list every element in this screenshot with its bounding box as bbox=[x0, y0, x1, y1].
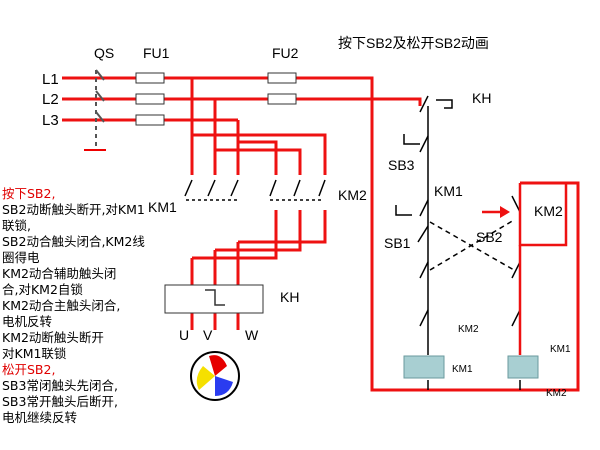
label-sb3: SB3 bbox=[388, 157, 415, 173]
km2-contact-2 bbox=[293, 179, 301, 197]
km2-active-branch bbox=[518, 183, 568, 355]
explanation-line: 电机继续反转 bbox=[2, 410, 78, 425]
fu1-fuse-l2 bbox=[135, 93, 165, 105]
kh-nc-actuator bbox=[436, 99, 453, 109]
km2-contact-3 bbox=[318, 179, 326, 197]
km1-contact-3 bbox=[230, 179, 239, 197]
qs-switch bbox=[84, 69, 106, 151]
explanation-line: SB3常开触头后断开, bbox=[2, 394, 118, 409]
explanation-line: SB2动断触头断开,对KM1 bbox=[2, 202, 145, 217]
label-km1-aux: KM1 bbox=[550, 344, 571, 355]
fu1-fuse-l3 bbox=[135, 114, 165, 126]
label-km1-main: KM1 bbox=[148, 199, 177, 215]
km1-coil bbox=[403, 355, 445, 379]
fu2-fuses bbox=[267, 72, 297, 105]
kh-nc-contact bbox=[419, 95, 429, 113]
explanation-line: 合,对KM2自锁 bbox=[2, 282, 83, 297]
motor-blade-red bbox=[209, 355, 227, 376]
motor bbox=[190, 351, 240, 401]
explanation-line: 圈得电 bbox=[2, 250, 40, 265]
label-sb1: SB1 bbox=[384, 235, 411, 251]
label-l2: L2 bbox=[42, 91, 59, 108]
explanation-line: SB3常闭触头先闭合, bbox=[2, 378, 118, 393]
km1-interlock-contact bbox=[511, 309, 521, 327]
explanation-line: 松开SB2, bbox=[2, 362, 56, 377]
km2-coil bbox=[507, 355, 539, 379]
kh-relay-symbol bbox=[205, 289, 225, 306]
label-v: V bbox=[203, 327, 213, 343]
kh-relay bbox=[164, 284, 264, 314]
km2-feed-c bbox=[238, 140, 278, 175]
km2-feed-b bbox=[215, 148, 302, 175]
interlock-dash-1 bbox=[429, 219, 515, 271]
qs-blade-1 bbox=[95, 69, 105, 81]
km2-interlock-contact bbox=[419, 309, 429, 327]
explanation-line: 电机反转 bbox=[2, 314, 53, 329]
fu2-fuse-l2 bbox=[267, 93, 297, 105]
explanation-line: KM2动合辅助触头闭 bbox=[2, 266, 117, 281]
qs-blade-3 bbox=[95, 111, 105, 123]
sb3-contact bbox=[419, 135, 429, 153]
interlock-dash-2 bbox=[429, 221, 515, 271]
label-km2-ctrl: KM2 bbox=[534, 203, 563, 219]
explanation-line: 按下SB2, bbox=[2, 186, 56, 201]
km2-self-lock-loop bbox=[518, 183, 568, 247]
km2-out-b bbox=[215, 210, 302, 252]
fu1-fuses bbox=[135, 72, 165, 126]
sb2-contact bbox=[511, 195, 521, 213]
fu1-fuse-l1 bbox=[135, 72, 165, 84]
label-fu2: FU2 bbox=[272, 45, 299, 61]
explanation-line: SB2动合触头闭合,KM2线 bbox=[2, 234, 145, 249]
sb1-actuator bbox=[395, 205, 412, 216]
press-arrow-head bbox=[500, 206, 510, 218]
motor-blade-blue bbox=[215, 376, 233, 396]
label-km2-main: KM2 bbox=[338, 187, 367, 203]
km2-out-c bbox=[238, 210, 327, 244]
qs-blade-2 bbox=[95, 90, 105, 102]
label-w: W bbox=[245, 327, 259, 343]
explanation-line: KM2动合主触头闭合, bbox=[2, 298, 121, 313]
label-kh-relay: KH bbox=[280, 289, 299, 305]
km2-main-contacts bbox=[269, 179, 326, 201]
label-l1: L1 bbox=[42, 71, 59, 88]
label-km1-coil: KM1 bbox=[452, 364, 473, 375]
label-km2-coil: KM2 bbox=[546, 388, 567, 399]
label-qs: QS bbox=[94, 45, 114, 61]
km1-contact-1 bbox=[184, 179, 193, 197]
control-feed-l2 bbox=[215, 97, 422, 106]
explanation-line: 对KM1联锁 bbox=[2, 346, 67, 361]
press-arrow bbox=[482, 206, 510, 218]
kh-relay-box bbox=[164, 284, 264, 314]
km1-contact-2 bbox=[207, 179, 216, 197]
km1-main-contacts bbox=[184, 179, 239, 201]
km2-feed-a bbox=[192, 133, 327, 175]
control-feed-l1 bbox=[192, 76, 580, 392]
label-u: U bbox=[179, 327, 189, 343]
label-sb2: SB2 bbox=[476, 229, 503, 245]
explanation-line: KM2动断触头断开 bbox=[2, 330, 104, 345]
km1-nc-contact bbox=[511, 261, 521, 279]
diagram-title: 按下SB2及松开SB2动画 bbox=[338, 35, 489, 51]
label-km2-aux: KM2 bbox=[458, 324, 479, 335]
km2-out-a bbox=[192, 210, 278, 260]
fu2-fuse-l1 bbox=[267, 72, 297, 84]
motor-blade-yellow bbox=[196, 366, 215, 390]
sb1-contact bbox=[417, 225, 429, 243]
km2-nc-contact bbox=[419, 261, 429, 279]
km1-aux-contact bbox=[419, 199, 429, 217]
label-km1-ctrl: KM1 bbox=[434, 183, 463, 199]
sb3-actuator bbox=[403, 134, 420, 145]
label-l3: L3 bbox=[42, 112, 59, 129]
label-kh-ctrl: KH bbox=[472, 90, 491, 106]
label-fu1: FU1 bbox=[143, 45, 170, 61]
explanation-line: 联锁, bbox=[2, 218, 31, 233]
km2-contact-1 bbox=[269, 179, 277, 197]
